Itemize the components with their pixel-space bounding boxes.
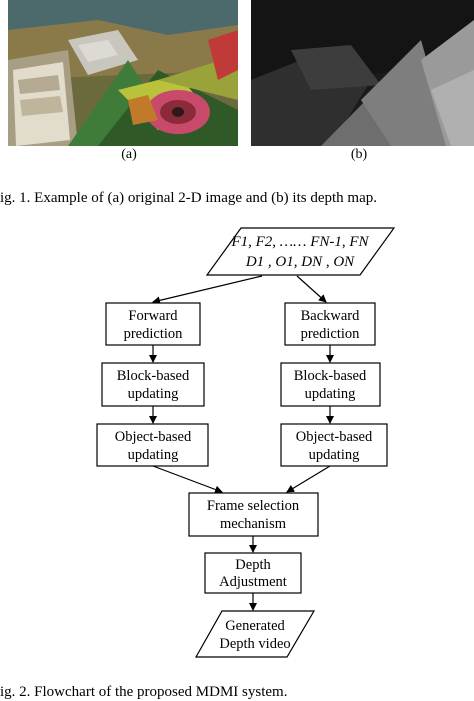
object-updating-left-line-1: Object-based [115, 429, 192, 445]
object-updating-left-line-2: updating [128, 447, 179, 463]
depth-map-image [251, 0, 474, 146]
figure-1-caption: ig. 1. Example of (a) original 2-D image… [0, 190, 377, 206]
backward-prediction-node [284, 302, 376, 346]
block-updating-left-node [101, 362, 205, 407]
arrow-input-to-backward [296, 275, 327, 303]
depth-adjustment-node [204, 552, 302, 594]
backward-prediction-line-2: prediction [301, 326, 361, 342]
input-line-2: D1 , O1, DN , ON [245, 254, 355, 270]
object-updating-right-node [280, 423, 388, 467]
arrow-object-left-to-frame [152, 465, 223, 494]
original-2d-image [8, 0, 238, 146]
sublabel-b: (b) [350, 147, 368, 162]
object-updating-left-node [96, 423, 209, 467]
input-node-shape [205, 227, 396, 276]
frame-selection-line-1: Frame selection [207, 498, 300, 514]
object-updating-right-line-2: updating [309, 447, 360, 463]
object-updating-right-line-1: Object-based [296, 429, 373, 445]
forward-prediction-line-1: Forward [128, 308, 178, 324]
backward-prediction-line-1: Backward [301, 308, 361, 324]
block-updating-left-line-1: Block-based [117, 368, 190, 384]
input-line-1: F1, F2, …… FN-1, FN [230, 234, 369, 250]
output-node-shape [194, 610, 316, 658]
output-line-1: Generated [225, 618, 285, 634]
block-updating-right-line-1: Block-based [294, 368, 367, 384]
frame-selection-line-2: mechanism [220, 516, 287, 532]
depth-map-panel [251, 0, 474, 146]
original-image-panel [8, 0, 238, 146]
block-updating-left-line-2: updating [128, 386, 179, 402]
figure-2-caption: ig. 2. Flowchart of the proposed MDMI sy… [0, 684, 288, 700]
frame-selection-node [188, 492, 319, 537]
block-updating-right-node [280, 362, 381, 407]
block-updating-right-line-2: updating [305, 386, 356, 402]
output-line-2: Depth video [219, 636, 290, 652]
arrow-object-right-to-frame [286, 465, 331, 493]
forward-prediction-node [105, 302, 201, 346]
arrow-input-to-forward [152, 275, 263, 305]
depth-adjustment-line-2: Adjustment [219, 574, 287, 590]
sublabel-a: (a) [121, 147, 137, 162]
forward-prediction-line-2: prediction [124, 326, 184, 342]
depth-adjustment-line-1: Depth [235, 557, 271, 573]
